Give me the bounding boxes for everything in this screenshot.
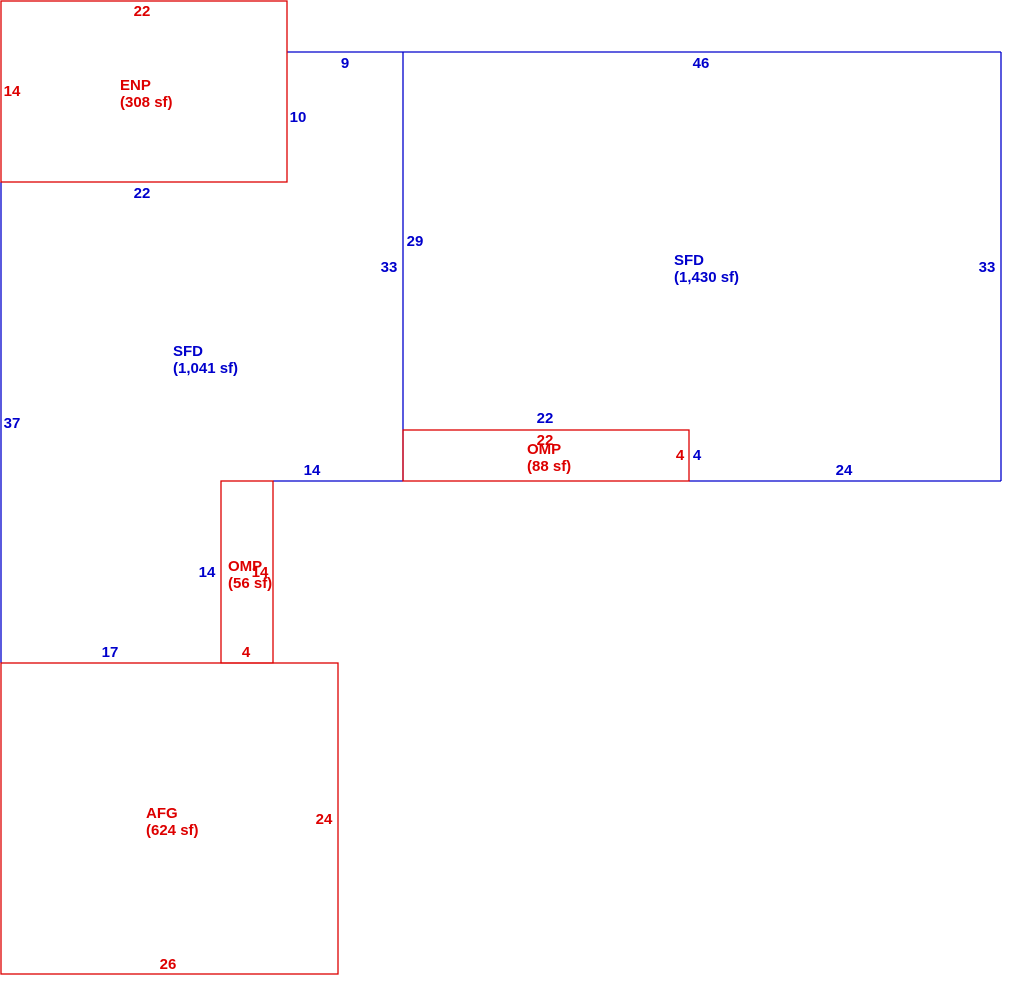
dim-omp-right-blue: 4 <box>693 447 702 464</box>
dim-enp-right: 10 <box>290 109 307 126</box>
omp-center-outline <box>402 429 690 482</box>
enp-area: (308 sf) <box>120 94 173 111</box>
dim-sfd-right: 33 <box>979 259 996 276</box>
omp-center-label: OMP (88 sf) <box>527 441 571 475</box>
sfd-east-code: SFD <box>674 252 704 269</box>
dim-sfd-top-east: 46 <box>693 55 710 72</box>
dim-omp-small-right: 14 <box>252 564 269 581</box>
sfd-outline <box>0 51 1002 663</box>
omp-center-code: OMP <box>527 441 561 458</box>
dim-omp-top-red: 22 <box>537 432 554 449</box>
dim-omp-small-bottom: 4 <box>242 644 251 661</box>
enp-code: ENP <box>120 77 151 94</box>
dim-enp-left: 14 <box>4 83 21 100</box>
dim-omp-top-blue: 22 <box>537 410 554 427</box>
omp-small-label: OMP (56 sf) <box>228 558 272 592</box>
dim-sfd-top-west: 9 <box>341 55 349 72</box>
dim-omp-right-red: 4 <box>676 447 685 464</box>
sfd-west-code: SFD <box>173 343 203 360</box>
enp-label: ENP (308 sf) <box>120 77 173 111</box>
dim-sfd-bottom-mid: 14 <box>304 462 321 479</box>
dim-sfd-divider-lower: 33 <box>381 259 398 276</box>
dim-sfd-left: 37 <box>4 415 21 432</box>
afg-area: (624 sf) <box>146 822 199 839</box>
dim-sfd-bottom-west: 17 <box>102 644 119 661</box>
dim-sfd-bottom-east: 24 <box>836 462 853 479</box>
afg-code: AFG <box>146 805 178 822</box>
sfd-east-label: SFD (1,430 sf) <box>674 252 739 286</box>
dim-afg-bottom: 26 <box>160 956 177 973</box>
omp-center-area: (88 sf) <box>527 458 571 475</box>
sfd-west-label: SFD (1,041 sf) <box>173 343 238 377</box>
dim-sfd-divider-upper: 29 <box>407 233 424 250</box>
sfd-east-area: (1,430 sf) <box>674 269 739 286</box>
omp-small-code: OMP <box>228 558 262 575</box>
dim-enp-bottom: 22 <box>134 185 151 202</box>
dim-omp-small-left: 14 <box>199 564 216 581</box>
afg-outline <box>0 662 339 975</box>
sfd-west-area: (1,041 sf) <box>173 360 238 377</box>
afg-label: AFG (624 sf) <box>146 805 199 839</box>
dim-enp-top: 22 <box>134 3 151 20</box>
enp-outline <box>0 0 288 183</box>
omp-small-area: (56 sf) <box>228 575 272 592</box>
dim-afg-right: 24 <box>316 811 333 828</box>
